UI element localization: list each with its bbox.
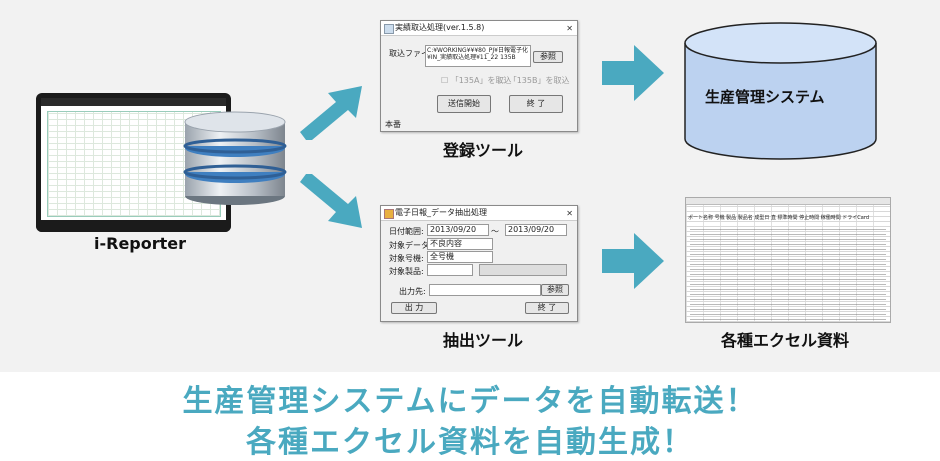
database-cylinder-icon: [684, 22, 877, 160]
excel-column-header: [686, 198, 890, 205]
target-machine-select[interactable]: 全号機: [427, 251, 493, 263]
date-range-label: 日付範囲:: [389, 227, 424, 236]
arrow-up-right-icon: [300, 86, 362, 140]
extract-tool-window: 電子日報_データ抽出処理 ✕ 日付範囲: 2013/09/20 ～ 2013/0…: [380, 205, 578, 322]
arrow-right-icon: [602, 45, 664, 101]
register-tool-window: 実績取込処理(ver.1.5.8) ✕ 取込ファイル: C:¥WORKING¥¥…: [380, 20, 578, 132]
excel-data-rows: [690, 228, 886, 320]
check-135b[interactable]: ☐ 「135B」を取込: [499, 76, 570, 85]
target-product-field[interactable]: [427, 264, 473, 276]
close-icon[interactable]: ✕: [566, 24, 573, 33]
app-icon: [384, 24, 394, 34]
end-button[interactable]: 終 了: [509, 95, 563, 113]
target-data-select[interactable]: 不良内容: [427, 238, 493, 250]
file-path-field[interactable]: C:¥WORKING¥¥¥80_PJ¥日報電子化¥IN_実績取込処理¥11_22…: [425, 45, 531, 67]
output-browse-button[interactable]: 参照: [541, 284, 569, 296]
file-path-text: C:¥WORKING¥¥¥80_PJ¥日報電子化¥IN_実績取込処理¥11_22…: [427, 47, 528, 61]
close-icon[interactable]: ✕: [566, 209, 573, 218]
check-135b-label: 「135B」を取込: [508, 76, 570, 85]
extract-window-title: 電子日報_データ抽出処理: [395, 208, 487, 217]
extract-window-titlebar: 電子日報_データ抽出処理 ✕: [381, 206, 577, 221]
register-window-title: 実績取込処理(ver.1.5.8): [395, 23, 485, 32]
caption-line-2: 各種エクセル資料を自動生成！: [246, 425, 694, 460]
browse-button[interactable]: 参照: [533, 51, 563, 63]
target-machine-label: 対象号機:: [389, 254, 424, 263]
start-send-button[interactable]: 送信開始: [437, 95, 491, 113]
status-text: 本番: [385, 120, 401, 129]
file-label: 取込ファイル:: [389, 49, 440, 58]
tablet-bottom-bar: [36, 223, 231, 232]
date-from-field[interactable]: 2013/09/20: [427, 224, 489, 236]
excel-sheet-image: ポート名称 号機 製品 製品名 成型日 直 標準時間 停止時間 稼働時間 ドライ…: [685, 197, 891, 323]
target-machine-value: 全号機: [430, 252, 454, 261]
date-to-value: 2013/09/20: [508, 225, 555, 234]
excel-docs-label: 各種エクセル資料: [721, 331, 850, 350]
check-135a[interactable]: ☐ 「135A」を取込: [441, 76, 512, 85]
caption-area: 生産管理システムにデータを自動転送！ 各種エクセル資料を自動生成！: [0, 372, 940, 461]
date-to-field[interactable]: 2013/09/20: [505, 224, 567, 236]
arrow-right-icon: [602, 233, 664, 289]
output-button[interactable]: 出 力: [391, 302, 437, 314]
system-label: 生産管理システム: [705, 88, 825, 106]
target-product-label: 対象製品:: [389, 267, 424, 276]
caption-line-1: 生産管理システムにデータを自動転送！: [182, 384, 758, 419]
extract-end-button[interactable]: 終 了: [525, 302, 569, 314]
tablet-toolbar: [41, 98, 226, 106]
server-stack-icon: [183, 111, 287, 205]
register-window-titlebar: 実績取込処理(ver.1.5.8) ✕: [381, 21, 577, 36]
tilde-text: ～: [491, 227, 499, 236]
register-tool-label: 登録ツール: [443, 141, 524, 160]
target-data-label: 対象データ:: [389, 241, 432, 250]
ireporter-label: i-Reporter: [94, 234, 187, 253]
diagram-area: i-Reporter 実績取込処理(ver.1.5.8) ✕ 取込ファイル: C…: [0, 0, 940, 372]
excel-grid: [686, 205, 890, 322]
arrow-down-right-icon: [300, 174, 362, 228]
date-from-value: 2013/09/20: [430, 225, 477, 234]
app-icon: [384, 209, 394, 219]
target-product-name-field: [479, 264, 567, 276]
output-label: 出力先:: [399, 287, 426, 296]
output-path-field[interactable]: [429, 284, 541, 296]
check-135a-label: 「135A」を取込: [450, 76, 512, 85]
excel-header-row: ポート名称 号機 製品 製品名 成型日 直 標準時間 停止時間 稼働時間 ドライ…: [688, 215, 870, 221]
target-data-value: 不良内容: [430, 239, 462, 248]
extract-tool-label: 抽出ツール: [443, 331, 524, 350]
